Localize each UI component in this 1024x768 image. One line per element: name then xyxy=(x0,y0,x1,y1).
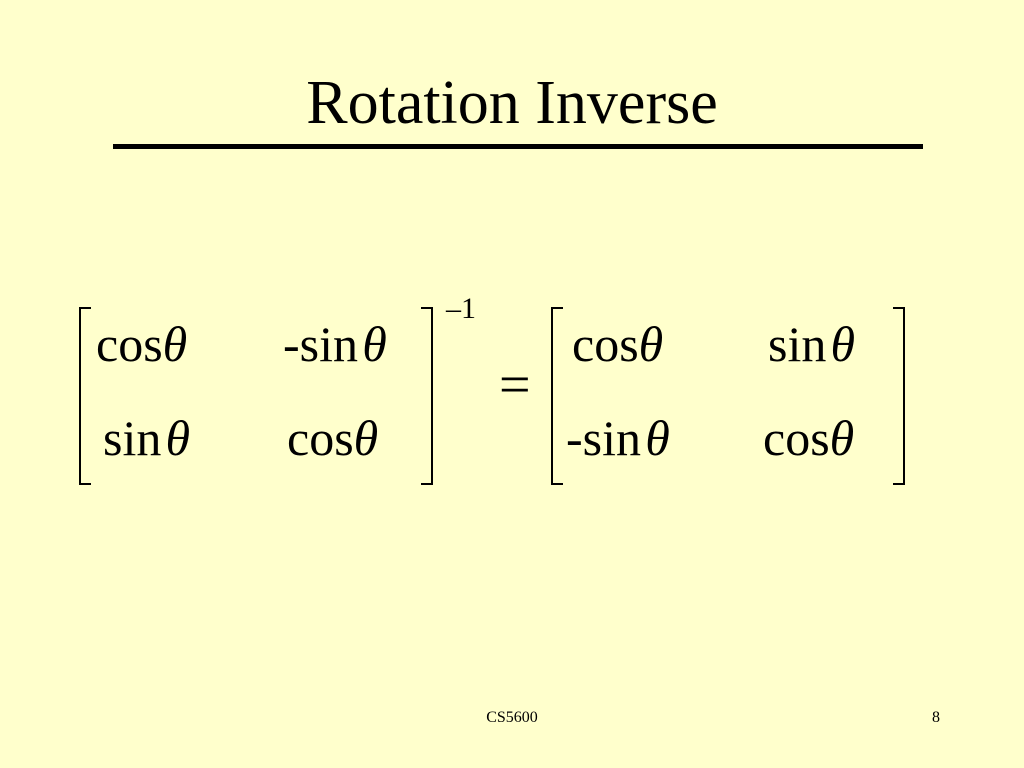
right-matrix-cell-r1c1: cosθ xyxy=(572,316,664,372)
left-matrix-close-bracket xyxy=(421,307,433,485)
left-matrix-open-bracket xyxy=(79,307,91,485)
page-number: 8 xyxy=(932,709,940,726)
left-matrix-cell-r2c2: cosθ xyxy=(287,410,379,466)
equals-sign: = xyxy=(499,354,531,416)
inverse-exponent: –1 xyxy=(446,292,476,325)
slide-title: Rotation Inverse xyxy=(306,69,718,137)
right-matrix-cell-r2c2: cosθ xyxy=(763,410,855,466)
right-matrix-cell-r2c1: -sin θ xyxy=(566,410,670,466)
footer-course-label: CS5600 xyxy=(486,709,538,726)
right-matrix-open-bracket xyxy=(551,307,563,485)
right-matrix-close-bracket xyxy=(893,307,905,485)
title-underline xyxy=(113,144,923,149)
left-matrix-cell-r2c1: sin θ xyxy=(103,410,191,466)
right-matrix-cell-r1c2: sin θ xyxy=(768,316,856,372)
left-matrix-cell-r1c1: cosθ xyxy=(96,316,188,372)
left-matrix-cell-r1c2: -sin θ xyxy=(283,316,387,372)
